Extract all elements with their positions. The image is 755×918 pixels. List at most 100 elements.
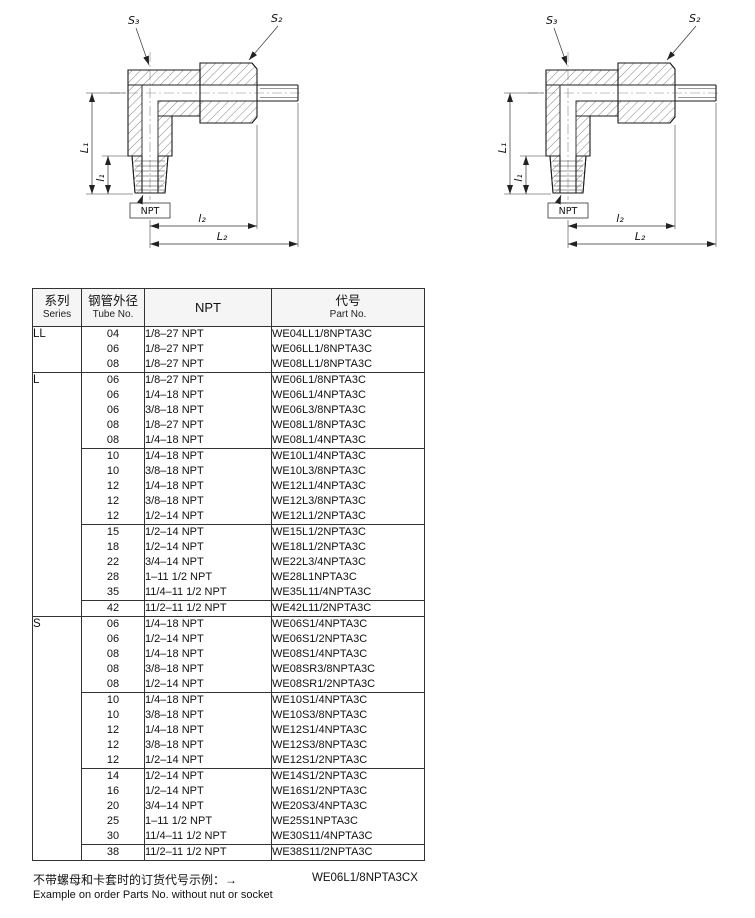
part-no-cell: WE08SR3/8NPTA3C [271, 662, 425, 677]
npt-leader-line [555, 194, 562, 205]
npt-thread-cell: 3/8–18 NPT [144, 494, 272, 509]
tube-no-cell: 08 [81, 433, 145, 449]
npt-thread-cell: 1/2–14 NPT [144, 540, 272, 555]
dim-l2-label: l₂ [616, 212, 624, 225]
part-no-cell: WE08L1/4NPTA3C [271, 433, 425, 449]
series-cell: LL [32, 326, 82, 373]
tube-no-cell: 12 [81, 753, 145, 769]
dim-L1-label: L₁ [496, 143, 509, 154]
tube-no-cell: 38 [81, 844, 145, 861]
parts-table-wrap: 系列 Series 钢管外径 Tube No. NPT 代号 Part No. … [32, 288, 425, 861]
dim-L1-label: L₁ [78, 143, 91, 154]
tube-no-cell: 08 [81, 357, 145, 373]
footer-example-part-no: WE06L1/8NPTA3CX [312, 872, 418, 884]
npt-leader-line [137, 194, 144, 205]
col-header-series-zh: 系列 [44, 294, 70, 308]
part-no-cell: WE08L1/8NPTA3C [271, 418, 425, 433]
npt-thread-cell: 3/8–18 NPT [144, 464, 272, 479]
part-no-cell: WE04LL1/8NPTA3C [271, 326, 425, 342]
tube-no-cell: 22 [81, 555, 145, 570]
s3-leader-line [135, 27, 150, 66]
part-no-cell: WE22L3/4NPTA3C [271, 555, 425, 570]
part-no-cell: WE12S1/4NPTA3C [271, 723, 425, 738]
tube-no-cell: 15 [81, 524, 145, 540]
tube-no-cell: 06 [81, 342, 145, 357]
part-no-cell: WE28L1NPTA3C [271, 570, 425, 585]
tube-no-cell: 06 [81, 388, 145, 403]
tube-no-cell: 04 [81, 326, 145, 342]
part-no-cell: WE10L3/8NPTA3C [271, 464, 425, 479]
npt-thread-cell: 1/4–18 NPT [144, 692, 272, 708]
elbow-fitting-svg: S₃ S₂ L₁ l₁ NPT l₂ L₂ [496, 12, 718, 248]
dim-l2-label: l₂ [198, 212, 206, 225]
s2-leader-line [666, 25, 697, 61]
npt-thread-cell: 1/8–27 NPT [144, 418, 272, 433]
part-no-cell: WE14S1/2NPTA3C [271, 768, 425, 784]
part-no-cell: WE12L1/2NPTA3C [271, 509, 425, 525]
tube-no-cell: 28 [81, 570, 145, 585]
s2-label: S₂ [271, 12, 283, 25]
body-section-hatching [127, 62, 258, 194]
npt-thread-cell: 1/4–18 NPT [144, 647, 272, 662]
nut-outline [617, 62, 676, 124]
male-thread-outline [131, 155, 169, 194]
part-no-cell: WE12S3/8NPTA3C [271, 738, 425, 753]
npt-thread-cell: 1/2–14 NPT [144, 677, 272, 693]
npt-thread-cell: 3/4–14 NPT [144, 555, 272, 570]
tube-no-cell: 12 [81, 738, 145, 753]
npt-thread-cell: 11/2–11 1/2 NPT [144, 600, 272, 617]
col-header-npt: NPT [144, 288, 272, 327]
part-no-cell: WE42L11/2NPTA3C [271, 600, 425, 617]
npt-thread-cell: 1/8–27 NPT [144, 372, 272, 388]
npt-thread-cell: 1/4–18 NPT [144, 616, 272, 632]
part-no-cell: WE15L1/2NPTA3C [271, 524, 425, 540]
npt-thread-cell: 11/4–11 1/2 NPT [144, 829, 272, 845]
npt-thread-cell: 1/2–14 NPT [144, 784, 272, 799]
tube-no-cell: 35 [81, 585, 145, 601]
part-no-cell: WE08LL1/8NPTA3C [271, 357, 425, 373]
npt-box-label: NPT [141, 206, 160, 217]
tube-no-cell: 12 [81, 509, 145, 525]
tube-no-cell: 10 [81, 692, 145, 708]
npt-thread-cell: 1/2–14 NPT [144, 632, 272, 647]
npt-thread-cell: 1/8–27 NPT [144, 357, 272, 373]
col-header-tube: 钢管外径 Tube No. [81, 288, 145, 327]
tube-no-cell: 06 [81, 616, 145, 632]
part-no-cell: WE06L3/8NPTA3C [271, 403, 425, 418]
tube-no-cell: 10 [81, 448, 145, 464]
npt-thread-cell: 1/4–18 NPT [144, 723, 272, 738]
dim-L2-label: L₂ [217, 230, 228, 243]
npt-thread-cell: 1–11 1/2 NPT [144, 570, 272, 585]
part-no-cell: WE12S1/2NPTA3C [271, 753, 425, 769]
col-header-series-en: Series [42, 309, 72, 320]
s3-label: S₃ [128, 14, 140, 27]
tube-no-cell: 08 [81, 647, 145, 662]
s3-leader-line [553, 27, 568, 66]
tube-no-cell: 08 [81, 662, 145, 677]
part-no-cell: WE08SR1/2NPTA3C [271, 677, 425, 693]
part-no-cell: WE35L11/4NPTA3C [271, 585, 425, 601]
npt-thread-cell: 3/8–18 NPT [144, 403, 272, 418]
col-header-part-zh: 代号 [335, 294, 361, 308]
npt-thread-cell: 11/2–11 1/2 NPT [144, 844, 272, 861]
col-header-series: 系列 Series [32, 288, 82, 327]
tube-no-cell: 18 [81, 540, 145, 555]
npt-callout-box [547, 202, 589, 219]
